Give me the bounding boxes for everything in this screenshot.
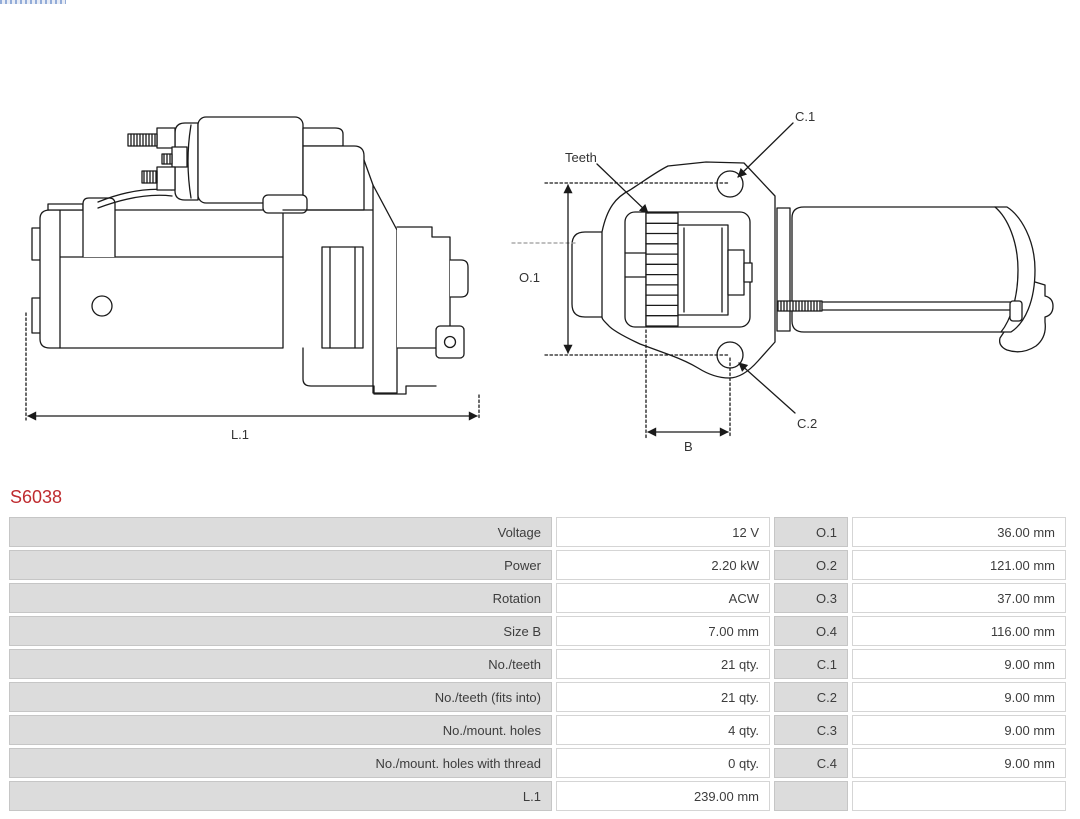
- foot-bolt-hole: [443, 335, 457, 349]
- motor-body: [39, 209, 284, 349]
- spec-label: C.4: [774, 748, 848, 778]
- spec-value: 2.20 kW: [556, 550, 770, 580]
- teeth-label: Teeth: [565, 150, 597, 165]
- spec-label: O.2: [774, 550, 848, 580]
- part-number: S6038: [10, 487, 63, 507]
- brand-logo-fragment: [0, 0, 66, 4]
- spec-label: No./teeth: [9, 649, 552, 679]
- spec-label: O.3: [774, 583, 848, 613]
- c1-label: C.1: [795, 109, 815, 124]
- c2-leader: [738, 362, 796, 414]
- spec-label: [774, 781, 848, 811]
- body-hole: [91, 295, 113, 317]
- spec-value: 0 qty.: [556, 748, 770, 778]
- side-view-svg: L.1: [25, 116, 480, 442]
- spec-value: 9.00 mm: [852, 682, 1066, 712]
- flange-nose: [571, 231, 603, 318]
- spec-label: Voltage: [9, 517, 552, 547]
- front-view-drawing: Teeth C.1 C.2 O.1 B: [505, 90, 1080, 460]
- spec-value: 37.00 mm: [852, 583, 1066, 613]
- mount-flange-edge: [372, 184, 398, 394]
- spec-label: No./teeth (fits into): [9, 682, 552, 712]
- spec-label: No./mount. holes: [9, 715, 552, 745]
- spec-label: C.1: [774, 649, 848, 679]
- spec-value: 121.00 mm: [852, 550, 1066, 580]
- spec-value: 12 V: [556, 517, 770, 547]
- motor-housing: [791, 206, 1036, 333]
- spec-value: [852, 781, 1066, 811]
- front-bearing: [449, 259, 469, 298]
- pinion-gear: [645, 212, 679, 327]
- side-view-drawing: L.1: [20, 100, 490, 450]
- teeth-leader: [596, 163, 649, 214]
- b-label: B: [684, 439, 693, 454]
- rear-cap-detail: [999, 281, 1054, 353]
- l1-label: L.1: [231, 427, 249, 442]
- spec-value: 9.00 mm: [852, 748, 1066, 778]
- c2-label: C.2: [797, 416, 817, 431]
- o1-label: O.1: [519, 270, 540, 285]
- spec-value: 21 qty.: [556, 682, 770, 712]
- spec-value: 21 qty.: [556, 649, 770, 679]
- front-view-svg: Teeth C.1 C.2 O.1 B: [511, 109, 1054, 454]
- spec-label: C.3: [774, 715, 848, 745]
- spec-value: 116.00 mm: [852, 616, 1066, 646]
- terminal-tab: [82, 197, 116, 258]
- spec-label: L.1: [9, 781, 552, 811]
- solenoid-body: [197, 116, 304, 204]
- spec-value: 9.00 mm: [852, 715, 1066, 745]
- shaft-end: [1009, 300, 1023, 322]
- spec-value: 9.00 mm: [852, 649, 1066, 679]
- spec-value: 36.00 mm: [852, 517, 1066, 547]
- spec-table: Voltage 12 V O.1 36.00 mm Power 2.20 kW …: [9, 517, 1066, 811]
- spec-value: ACW: [556, 583, 770, 613]
- spec-label: Size B: [9, 616, 552, 646]
- mount-foot: [302, 347, 437, 395]
- clutch-body: [677, 224, 729, 316]
- through-bolt-thread: [777, 300, 823, 312]
- spec-label: O.4: [774, 616, 848, 646]
- face-ring: [776, 207, 791, 332]
- solenoid-bracket: [262, 194, 308, 214]
- mount-hole-c1: [716, 170, 744, 198]
- spec-label: O.1: [774, 517, 848, 547]
- c1-leader: [737, 122, 794, 178]
- spec-label: C.2: [774, 682, 848, 712]
- spec-label: No./mount. holes with thread: [9, 748, 552, 778]
- spec-value: 4 qty.: [556, 715, 770, 745]
- spec-value: 7.00 mm: [556, 616, 770, 646]
- spec-label: Power: [9, 550, 552, 580]
- spec-value: 239.00 mm: [556, 781, 770, 811]
- spec-label: Rotation: [9, 583, 552, 613]
